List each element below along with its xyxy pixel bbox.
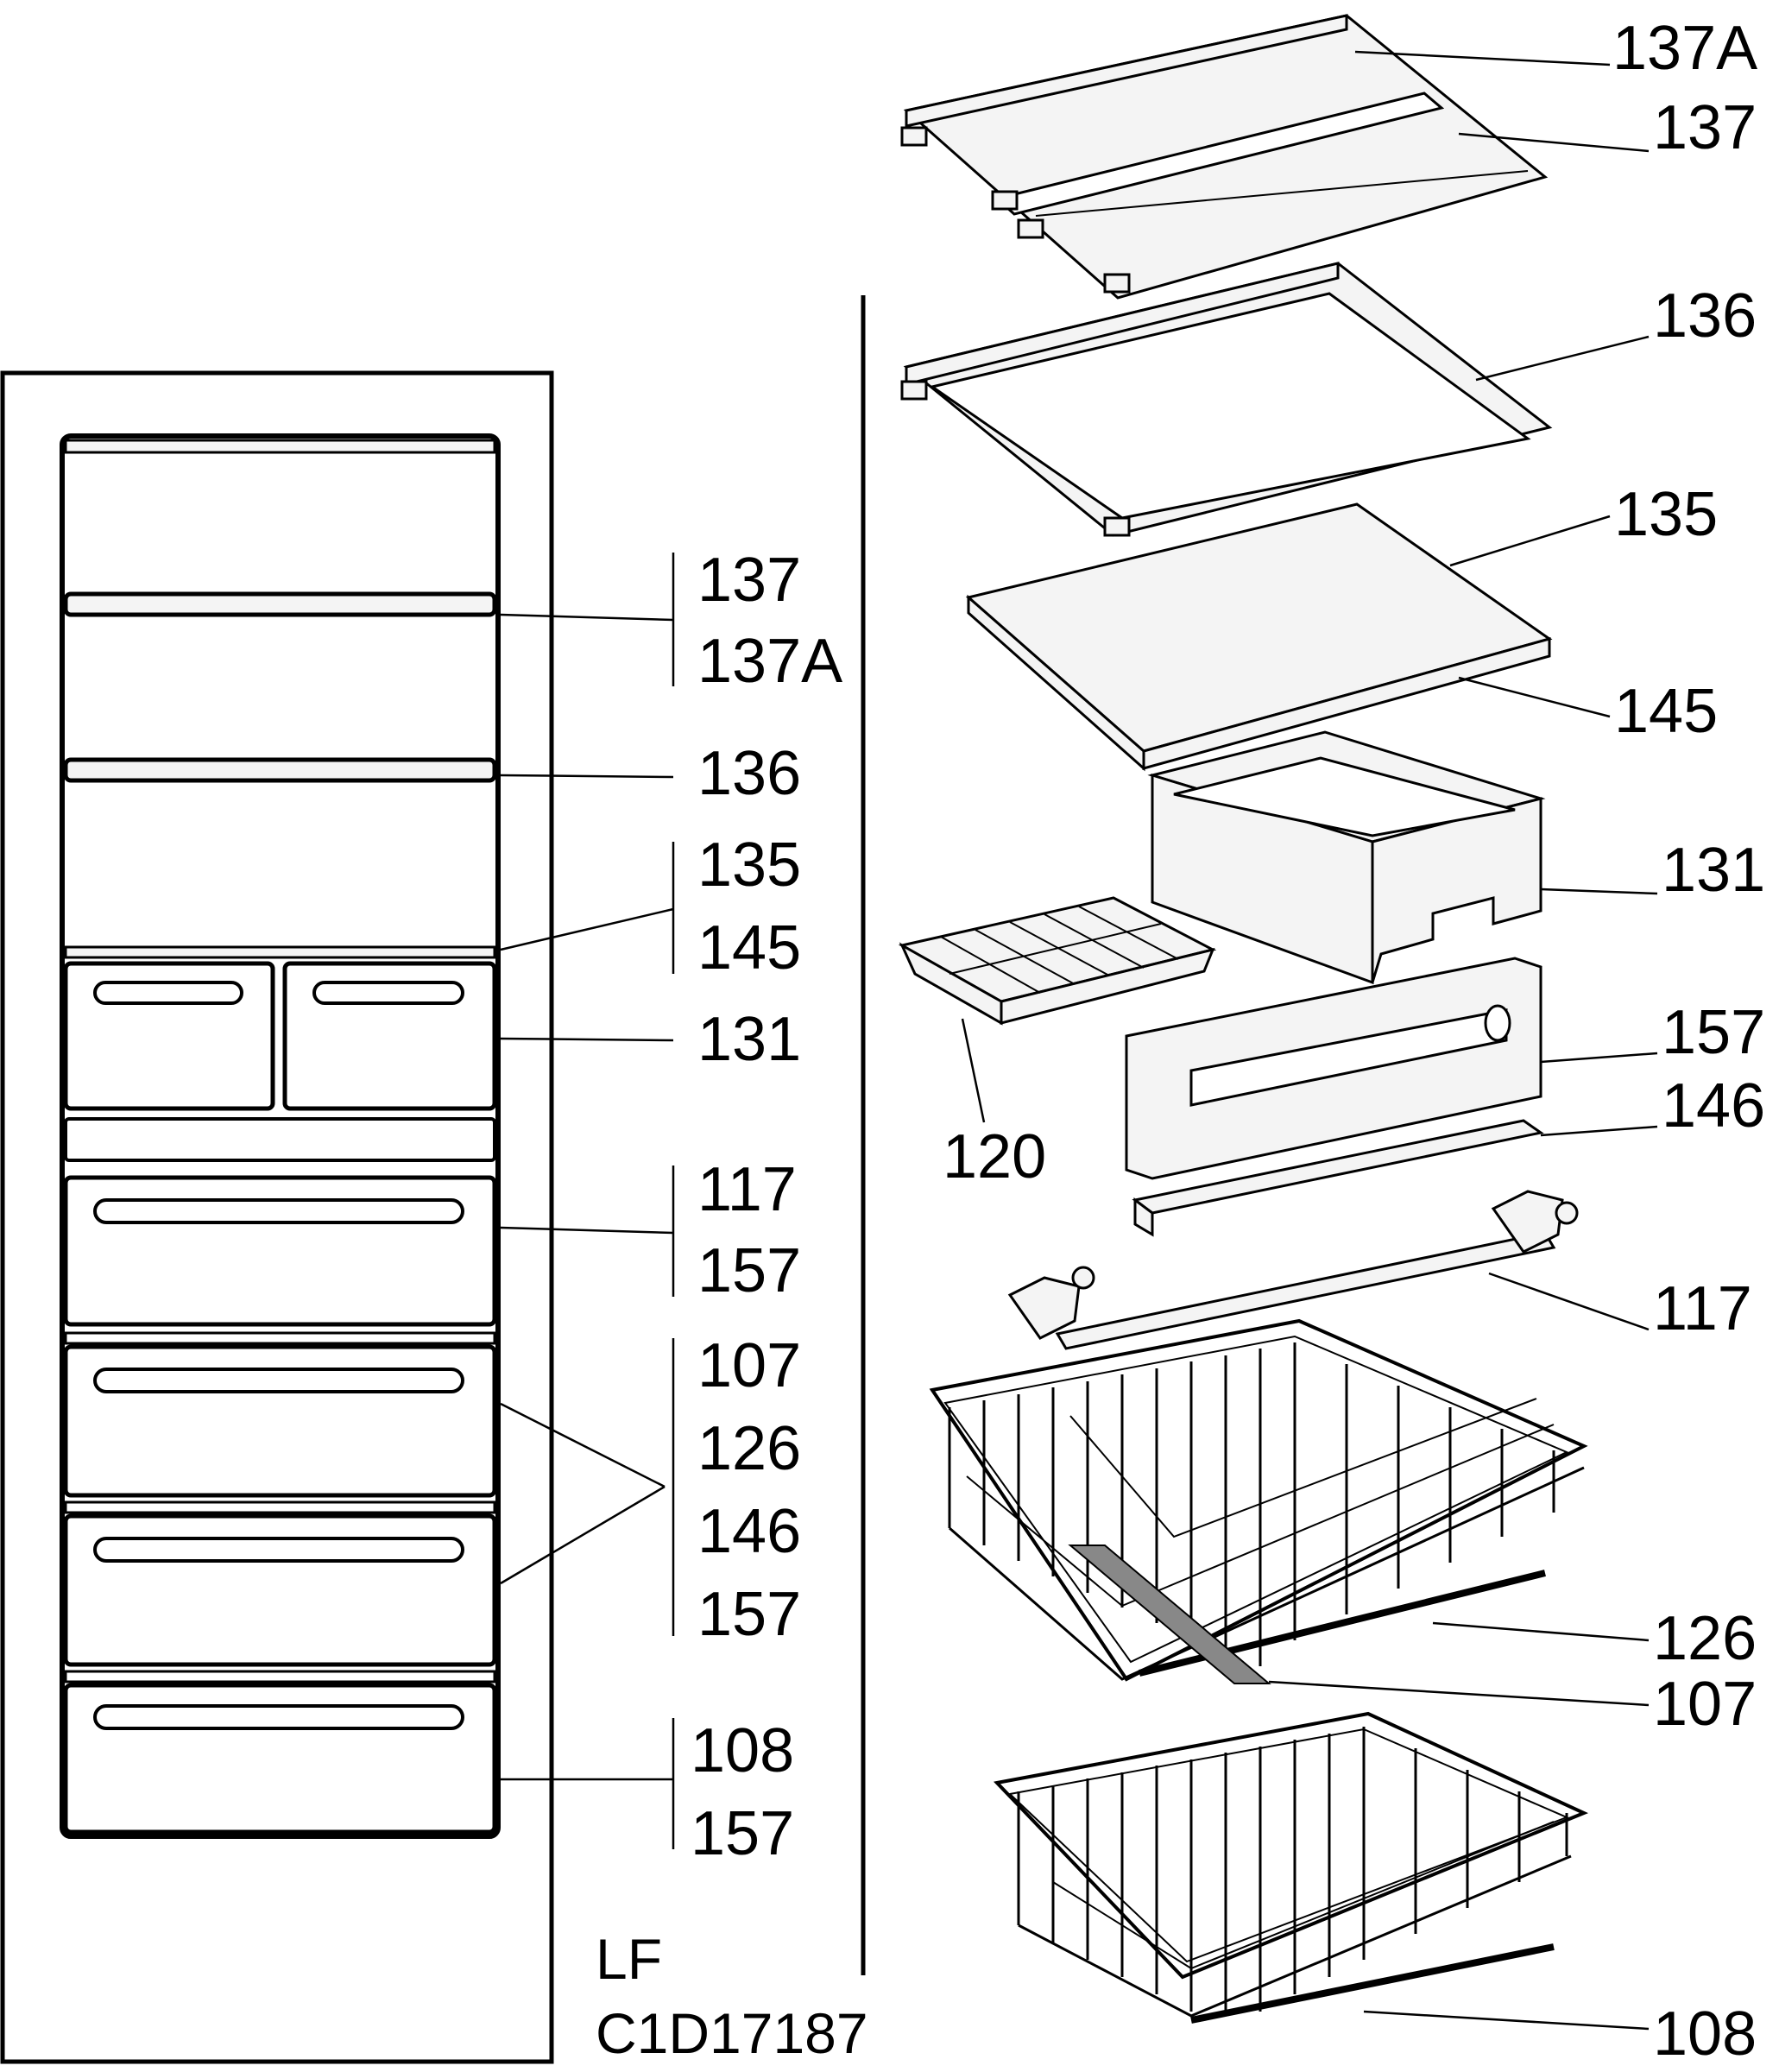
wire-basket-126	[929, 1318, 1588, 1684]
right-callout-131: 131	[1662, 836, 1766, 905]
profile-146	[1132, 1119, 1544, 1237]
drawer-1	[63, 1175, 497, 1327]
left-callout-136: 136	[697, 739, 802, 808]
left-callout-137: 137	[697, 546, 802, 615]
shelf-top	[64, 439, 496, 454]
right-callout-108: 108	[1653, 1999, 1757, 2069]
left-callout-137A: 137A	[697, 627, 843, 696]
right-leaders	[1268, 50, 1658, 2031]
right-callout-145: 145	[1614, 677, 1719, 746]
left-callout-157-a: 157	[697, 1236, 802, 1305]
drawer-divider-3	[64, 1670, 496, 1684]
shelf-137	[63, 591, 497, 617]
leader-120	[961, 1018, 986, 1123]
small-drawer-right	[282, 961, 497, 1111]
appliance-front-view	[0, 370, 554, 2064]
right-callout-146: 146	[1662, 1071, 1766, 1140]
right-callout-107: 107	[1653, 1670, 1757, 1739]
glass-shelf-135	[965, 502, 1553, 772]
small-drawer-left	[63, 961, 275, 1111]
drawer-divider-1	[64, 1331, 496, 1345]
left-leaders	[500, 553, 675, 1849]
left-callout-157-c: 157	[691, 1799, 795, 1868]
drawer-4	[63, 1683, 497, 1835]
wire-basket-108	[994, 1711, 1589, 2024]
right-callout-135: 135	[1614, 480, 1719, 549]
shelf-135	[64, 945, 496, 959]
ice-tray-120	[898, 896, 1217, 1026]
footer-code-id: C1D17187	[596, 2001, 868, 2065]
left-callout-135: 135	[697, 831, 802, 900]
drawer-3	[63, 1513, 497, 1667]
right-callout-120: 120	[943, 1122, 1047, 1191]
left-callout-146: 146	[697, 1497, 802, 1566]
small-flap	[64, 1117, 496, 1162]
rail-117	[1007, 1190, 1579, 1350]
left-callout-117: 117	[697, 1155, 797, 1224]
right-callout-117: 117	[1653, 1274, 1752, 1343]
left-callout-108: 108	[691, 1716, 795, 1785]
right-callout-157: 157	[1662, 998, 1766, 1067]
right-callout-136: 136	[1653, 281, 1757, 351]
split-shelf-137	[900, 14, 1549, 300]
footer-code-lf: LF	[596, 1927, 663, 1991]
right-callout-126: 126	[1653, 1604, 1757, 1673]
drawer-2	[63, 1344, 497, 1498]
shelf-136	[63, 757, 497, 783]
appliance-outer-frame	[0, 370, 554, 2064]
left-callout-126: 126	[697, 1414, 802, 1483]
right-callout-137A: 137A	[1612, 14, 1758, 83]
left-callout-157-b: 157	[697, 1580, 802, 1649]
appliance-inner-cavity	[60, 433, 501, 1839]
right-callout-137: 137	[1653, 93, 1757, 162]
drawer-divider-2	[64, 1500, 496, 1514]
drawer-front-157	[1125, 957, 1542, 1180]
left-callout-107: 107	[697, 1331, 802, 1400]
left-callout-131: 131	[697, 1005, 802, 1074]
drawer-box-131	[1147, 730, 1546, 985]
shelf-136-part	[900, 262, 1553, 537]
left-callout-145: 145	[697, 913, 802, 982]
